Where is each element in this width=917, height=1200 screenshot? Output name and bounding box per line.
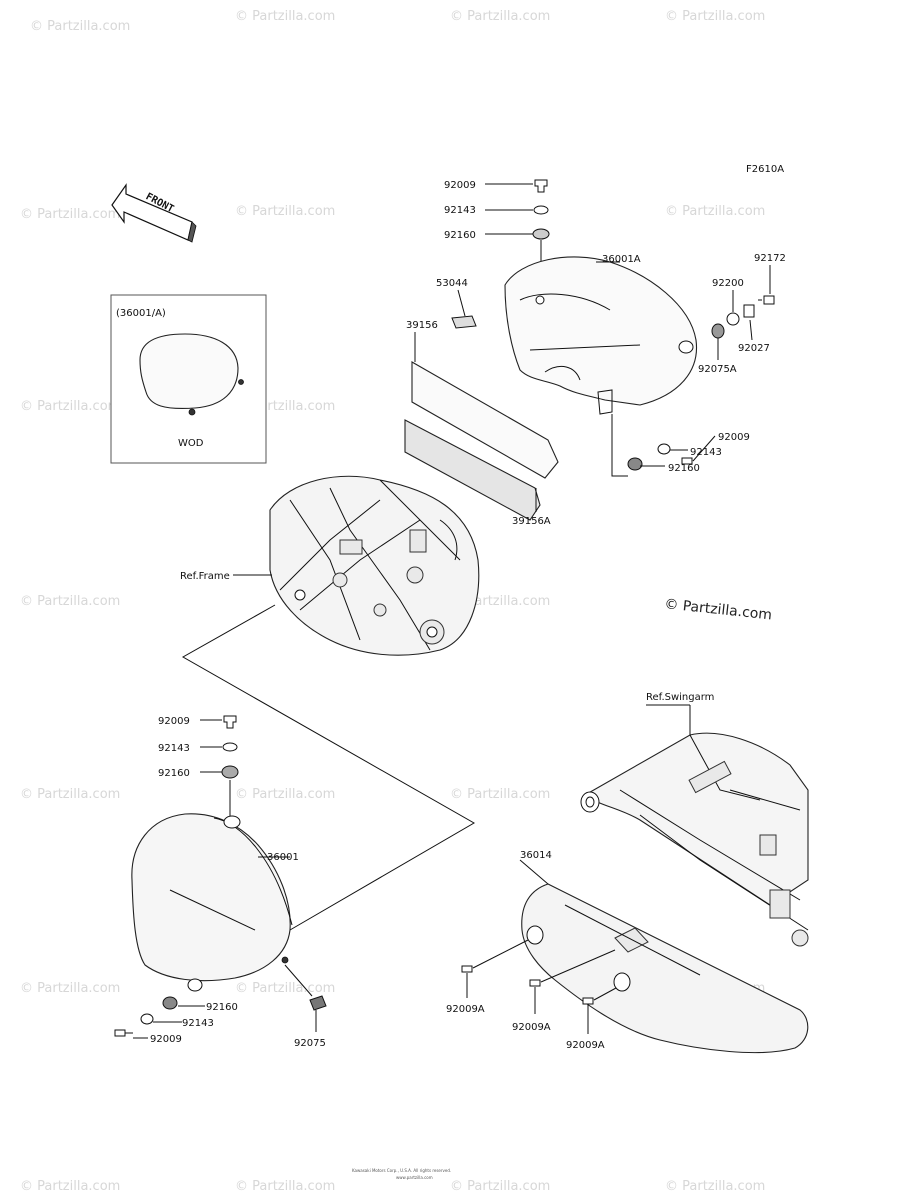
label-92172: 92172 [754,253,786,264]
watermark: © Partzilla.com [20,399,120,414]
right-hardware: 92200 92172 92027 92075A [698,253,786,375]
front-arrow-icon: FRONT [111,183,197,243]
frame-illustration: Ref.Frame [180,475,480,656]
label-92009A: 92009A [512,1022,551,1033]
bolt-icon [758,295,775,305]
ref-frame-label: Ref.Frame [180,571,230,582]
top-hardware: 92009 92143 92160 [444,179,550,300]
label-92009A: 92009A [446,1004,485,1015]
label-92143: 92143 [690,447,722,458]
watermark: © Partzilla.com [235,9,335,24]
label-92075: 92075 [294,1038,326,1049]
watermark: © Partzilla.com [20,981,120,996]
screw-icon [681,457,693,465]
watermark: © Partzilla.com [20,787,120,802]
inset-boss [238,379,244,385]
screw-icon [223,715,237,729]
screw-icon [534,179,548,193]
label-53044: 53044 [436,278,468,289]
side-cover-36001: 36001 [131,813,299,992]
grommet-icon [532,228,550,240]
watermark: © Partzilla.com [450,787,550,802]
collar-icon [743,304,755,318]
left-hardware: 92009 92143 92160 [158,715,239,818]
watermark: © Partzilla.com [450,9,550,24]
screw-icon [461,965,473,973]
watermark: © Partzilla.com [665,204,765,219]
label-92009: 92009 [718,432,750,443]
label-39156: 39156 [406,320,438,331]
label-92160: 92160 [668,463,700,474]
inset-sub: WOD [178,438,204,449]
part-92075: 92075 [284,964,327,1049]
grommet-icon [221,765,239,779]
label-92143: 92143 [444,205,476,216]
screws-92009A: 92009A 92009A 92009A [446,939,617,1051]
label-92009: 92009 [158,716,190,727]
washer-icon [533,205,549,215]
screw-icon [529,979,541,987]
footer-line-2: www.partzilla.com [396,1175,433,1180]
watermark: © Partzilla.com [30,19,130,34]
label-36014: 36014 [520,850,552,861]
watermark: © Partzilla.com [235,981,335,996]
grommet-icon [627,457,643,471]
label-92027: 92027 [738,343,770,354]
watermark: © Partzilla.com [235,204,335,219]
figure-code: F2610A [746,164,784,175]
chain-cover-36014: 36014 [519,850,809,1054]
label-92143: 92143 [158,743,190,754]
inset-side-cover [139,333,239,410]
pads-39156: 39156 39156A [404,320,559,527]
inset-caption: (36001/A) [116,308,166,319]
copyright-label: © Partzilla.com [664,596,773,623]
watermark: © Partzilla.com [450,1179,550,1194]
watermark: © Partzilla.com [20,1179,120,1194]
label-36001A: 36001A [602,254,641,265]
label-92160: 92160 [206,1002,238,1013]
watermark: © Partzilla.com [235,1179,335,1194]
part-53044: 53044 [436,278,477,329]
washer-icon [657,443,671,455]
label-36001: 36001 [267,852,299,863]
washer-icon [140,1013,154,1025]
swingarm-illustration: Ref.Swingarm [580,692,809,947]
screw-icon [582,997,594,1005]
label-92200: 92200 [712,278,744,289]
watermark: © Partzilla.com [235,787,335,802]
screw-icon [114,1029,133,1037]
grommet-icon [711,323,725,339]
label-92075A: 92075A [698,364,737,375]
watermark: © Partzilla.com [665,9,765,24]
watermark: © Partzilla.com [665,1179,765,1194]
grommet-icon [162,996,178,1010]
label-92009: 92009 [150,1034,182,1045]
label-92009: 92009 [444,180,476,191]
inset-boss [188,408,196,416]
watermark: © Partzilla.com [20,594,120,609]
washer-icon [726,312,740,326]
label-39156A: 39156A [512,516,551,527]
washer-icon [222,742,238,752]
right-lower-hardware: 92009 92143 92160 [611,414,750,477]
inset-box: (36001/A) WOD [110,294,267,464]
label-92160: 92160 [158,768,190,779]
bottom-left-hardware: 92160 92143 92009 [114,996,238,1045]
label-92143: 92143 [182,1018,214,1029]
watermark: © Partzilla.com [20,207,120,222]
label-92009A: 92009A [566,1040,605,1051]
ref-swingarm-label: Ref.Swingarm [646,692,714,703]
footer-line-1: Kawasaki Motors Corp., U.S.A. All rights… [352,1168,451,1173]
side-cover-36001A: 36001A [504,254,698,415]
leader-lines [181,604,476,931]
label-92160: 92160 [444,230,476,241]
